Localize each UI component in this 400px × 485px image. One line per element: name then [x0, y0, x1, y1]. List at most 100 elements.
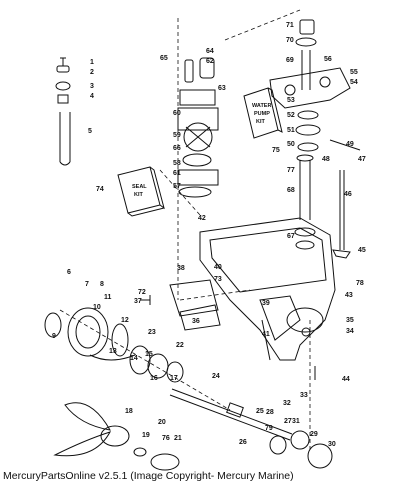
callout-79: 79 — [265, 425, 273, 432]
callout-71: 71 — [286, 22, 294, 29]
callout-35: 35 — [346, 317, 354, 324]
callout-10: 10 — [93, 304, 101, 311]
callout-75: 75 — [272, 147, 280, 154]
callout-32: 32 — [283, 400, 291, 407]
callout-74: 74 — [96, 186, 104, 193]
callout-57: 57 — [173, 183, 181, 190]
water-pump-kit-box — [243, 87, 283, 139]
callout-47: 47 — [358, 156, 366, 163]
lower-right-parts — [269, 366, 333, 469]
callout-68: 68 — [287, 187, 295, 194]
callout-24: 24 — [212, 373, 220, 380]
callout-78: 78 — [356, 280, 364, 287]
callout-26: 26 — [239, 439, 247, 446]
callout-39: 39 — [262, 300, 270, 307]
callout-66: 66 — [173, 145, 181, 152]
callout-12: 12 — [121, 317, 129, 324]
callout-20: 20 — [158, 419, 166, 426]
callout-6: 6 — [67, 269, 71, 276]
seal-kit-label: SEAL KIT — [132, 184, 147, 198]
callout-1: 1 — [90, 59, 94, 66]
svg-text:PUMP: PUMP — [254, 111, 270, 117]
callout-62: 62 — [206, 58, 214, 65]
propeller-shaft — [169, 388, 293, 441]
drive-shaft — [294, 154, 351, 259]
water-pump-kit-label: WATER PUMP KIT — [252, 103, 271, 125]
callout-8: 8 — [100, 281, 104, 288]
callout-58: 58 — [173, 160, 181, 167]
callout-59: 59 — [173, 132, 181, 139]
callout-22: 22 — [176, 342, 184, 349]
callout-45: 45 — [358, 247, 366, 254]
callout-5: 5 — [88, 128, 92, 135]
callout-54: 54 — [350, 79, 358, 86]
callout-38: 38 — [177, 265, 185, 272]
gear-housing — [199, 217, 336, 361]
callout-3: 3 — [90, 83, 94, 90]
upper-housing — [269, 19, 361, 152]
propeller — [53, 402, 180, 471]
callout-34: 34 — [346, 328, 354, 335]
callout-13: 13 — [109, 348, 117, 355]
callout-30: 30 — [328, 441, 336, 448]
callout-49: 49 — [346, 141, 354, 148]
callout-17: 17 — [170, 375, 178, 382]
callout-11: 11 — [104, 294, 112, 301]
callout-48: 48 — [322, 156, 330, 163]
callout-61: 61 — [173, 170, 181, 177]
callout-52: 52 — [287, 112, 295, 119]
callout-55: 55 — [350, 69, 358, 76]
callout-40: 40 — [214, 264, 222, 271]
callout-18: 18 — [125, 408, 133, 415]
callout-23: 23 — [148, 329, 156, 336]
svg-text:SEAL: SEAL — [132, 184, 147, 190]
svg-text:KIT: KIT — [256, 119, 266, 125]
callout-25: 25 — [256, 408, 264, 415]
callout-21: 21 — [174, 435, 182, 442]
callout-77: 77 — [287, 167, 295, 174]
callout-19: 19 — [142, 432, 150, 439]
callout-42: 42 — [198, 215, 206, 222]
callout-4: 4 — [90, 93, 94, 100]
callout-14: 14 — [130, 355, 138, 362]
callout-56: 56 — [324, 56, 332, 63]
image-caption: MercuryPartsOnline v2.5.1 (Image Copyrig… — [3, 470, 294, 482]
callout-43: 43 — [345, 292, 353, 299]
callout-2: 2 — [90, 69, 94, 76]
callout-50: 50 — [287, 141, 295, 148]
callout-76: 76 — [162, 435, 170, 442]
callout-64: 64 — [206, 48, 214, 55]
callout-67: 67 — [287, 233, 295, 240]
callout-46: 46 — [344, 191, 352, 198]
callout-9: 9 — [52, 333, 56, 340]
callout-44: 44 — [342, 376, 350, 383]
callout-73: 73 — [214, 276, 222, 283]
trim-tab-bracket — [149, 279, 219, 317]
callout-69: 69 — [286, 57, 294, 64]
callout-36: 36 — [192, 318, 200, 325]
water-pump-assembly — [177, 57, 219, 198]
callout-65: 65 — [160, 55, 168, 62]
callout-28: 28 — [266, 409, 274, 416]
callout-70: 70 — [286, 37, 294, 44]
part-callouts: 1 2 3 4 5 6 7 8 9 10 11 12 13 14 15 16 1… — [52, 22, 366, 448]
callout-63: 63 — [218, 85, 226, 92]
callout-41: 41 — [262, 331, 270, 338]
callout-60: 60 — [173, 110, 181, 117]
callout-51: 51 — [287, 127, 295, 134]
callout-37: 37 — [134, 298, 142, 305]
seal-kit-box — [117, 166, 165, 217]
bearing-carrier-group — [44, 299, 221, 383]
callout-53: 53 — [287, 97, 295, 104]
callout-15: 15 — [145, 351, 153, 358]
callout-31: 31 — [292, 418, 300, 425]
left-fasteners — [55, 57, 71, 166]
callout-27: 27 — [284, 418, 292, 425]
callout-72: 72 — [138, 289, 146, 296]
callout-7: 7 — [85, 281, 89, 288]
callout-16: 16 — [150, 375, 158, 382]
callout-33: 33 — [300, 392, 308, 399]
svg-text:WATER: WATER — [252, 103, 271, 109]
svg-text:KIT: KIT — [134, 192, 144, 198]
